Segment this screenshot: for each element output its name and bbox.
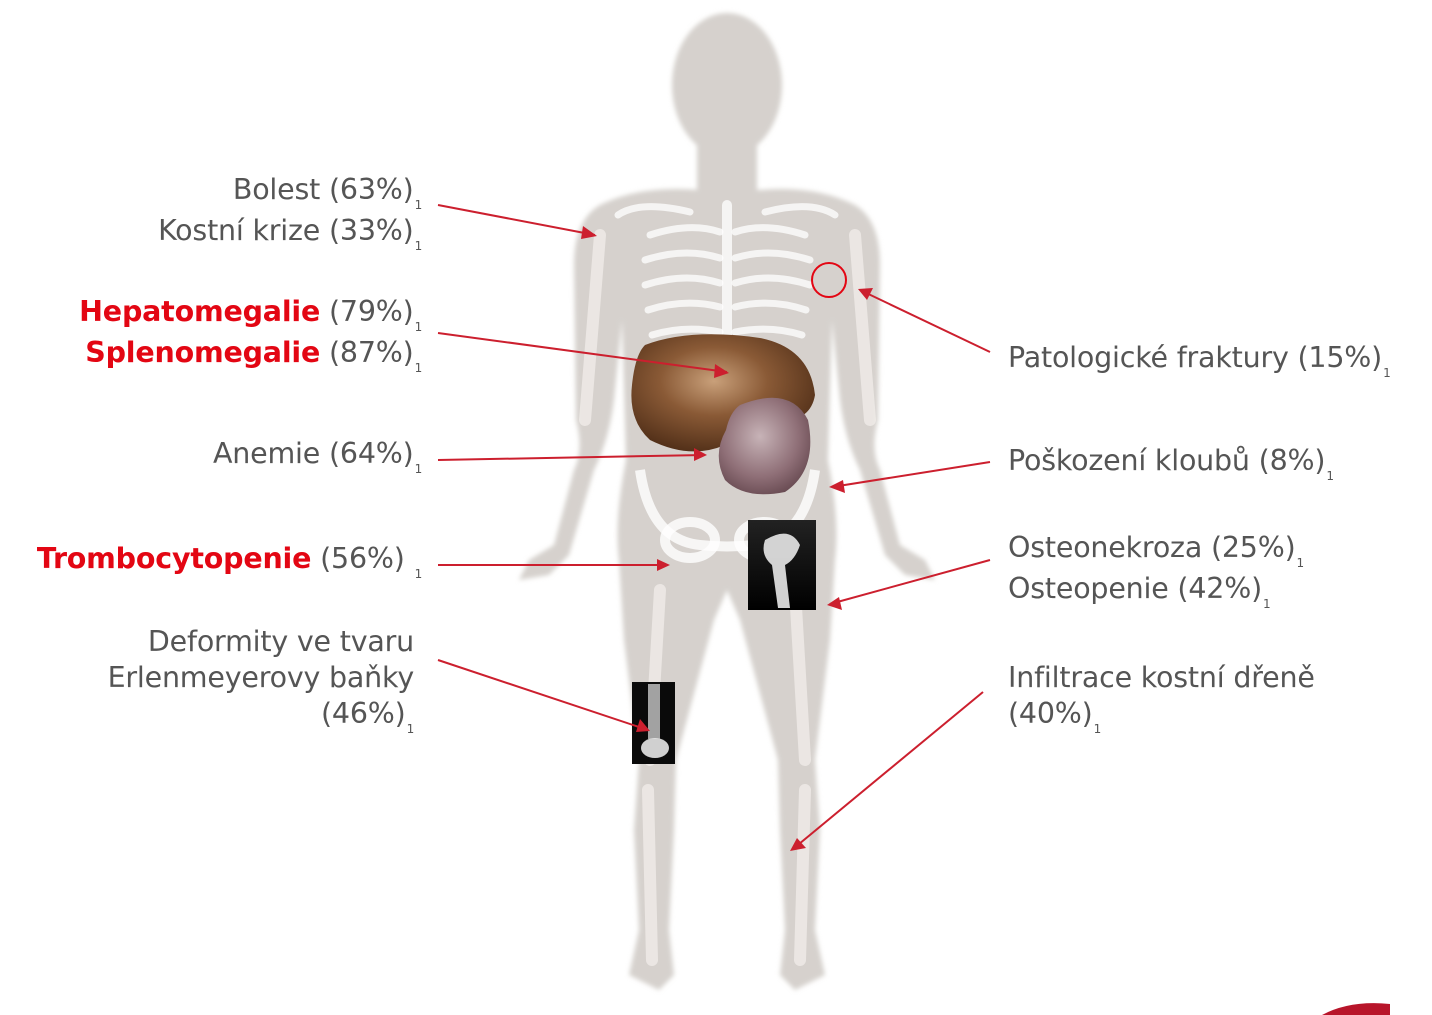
arrow-pain	[438, 205, 595, 235]
arrow-marrow	[793, 692, 983, 849]
xray-knee	[632, 682, 675, 764]
footnote-marker: 1	[415, 198, 422, 212]
splenomegaly-value: (87%)	[329, 336, 414, 369]
footnote-marker: 1	[415, 320, 422, 334]
fractures-text: Patologické fraktury (15%)	[1008, 341, 1382, 374]
body-silhouette	[519, 13, 935, 990]
footnote-marker: 1	[415, 239, 422, 253]
erlenmeyer-line3: (46%)	[321, 697, 406, 730]
bone-crisis-text: Kostní krize (33%)	[158, 214, 413, 247]
footnote-marker: 1	[1297, 556, 1304, 570]
hepatomegaly-value: (79%)	[329, 295, 414, 328]
footnote-marker: 1	[415, 462, 422, 476]
footnote-marker: 1	[1263, 597, 1270, 611]
label-thrombocytopenia: Trombocytopenie (56%) 1	[37, 541, 422, 582]
label-joints: Poškození kloubů (8%)1	[1008, 443, 1334, 484]
marrow-line2: (40%)	[1008, 697, 1093, 730]
osteonecrosis-text: Osteonekroza (25%)	[1008, 531, 1296, 564]
footnote-marker: 1	[1383, 366, 1390, 380]
label-anemia: Anemie (64%)1	[213, 436, 422, 477]
joints-text: Poškození kloubů (8%)	[1008, 444, 1325, 477]
label-organomegaly: Hepatomegalie (79%)1 Splenomegalie (87%)…	[79, 294, 422, 376]
anemia-text: Anemie (64%)	[213, 437, 414, 470]
thrombocytopenia-value: (56%)	[320, 542, 413, 575]
corner-logo	[1322, 1003, 1390, 1015]
arrow-fractures	[860, 290, 990, 352]
erlenmeyer-line2: Erlenmeyerovy baňky	[108, 660, 414, 696]
footnote-marker: 1	[415, 567, 422, 581]
xray-hip	[748, 520, 816, 610]
footnote-marker: 1	[1094, 722, 1101, 736]
erlenmeyer-line1: Deformity ve tvaru	[108, 624, 414, 660]
arrow-erlenmeyer	[438, 660, 648, 730]
label-marrow: Infiltrace kostní dřeně (40%)1	[1008, 660, 1315, 737]
splenomegaly-name: Splenomegalie	[85, 336, 320, 369]
arrow-joints	[832, 462, 990, 487]
pain-text: Bolest (63%)	[233, 173, 414, 206]
label-pain: Bolest (63%)1 Kostní krize (33%)1	[158, 172, 422, 254]
thrombocytopenia-name: Trombocytopenie	[37, 542, 311, 575]
footnote-marker: 1	[415, 361, 422, 375]
footnote-marker: 1	[1326, 469, 1333, 483]
label-osteo: Osteonekroza (25%)1 Osteopenie (42%)1	[1008, 530, 1304, 612]
label-fractures: Patologické fraktury (15%)1	[1008, 340, 1391, 381]
label-erlenmeyer: Deformity ve tvaru Erlenmeyerovy baňky (…	[108, 624, 414, 737]
osteopenia-text: Osteopenie (42%)	[1008, 572, 1262, 605]
marrow-line1: Infiltrace kostní dřeně	[1008, 660, 1315, 696]
hepatomegaly-name: Hepatomegalie	[79, 295, 320, 328]
footnote-marker: 1	[407, 722, 414, 736]
